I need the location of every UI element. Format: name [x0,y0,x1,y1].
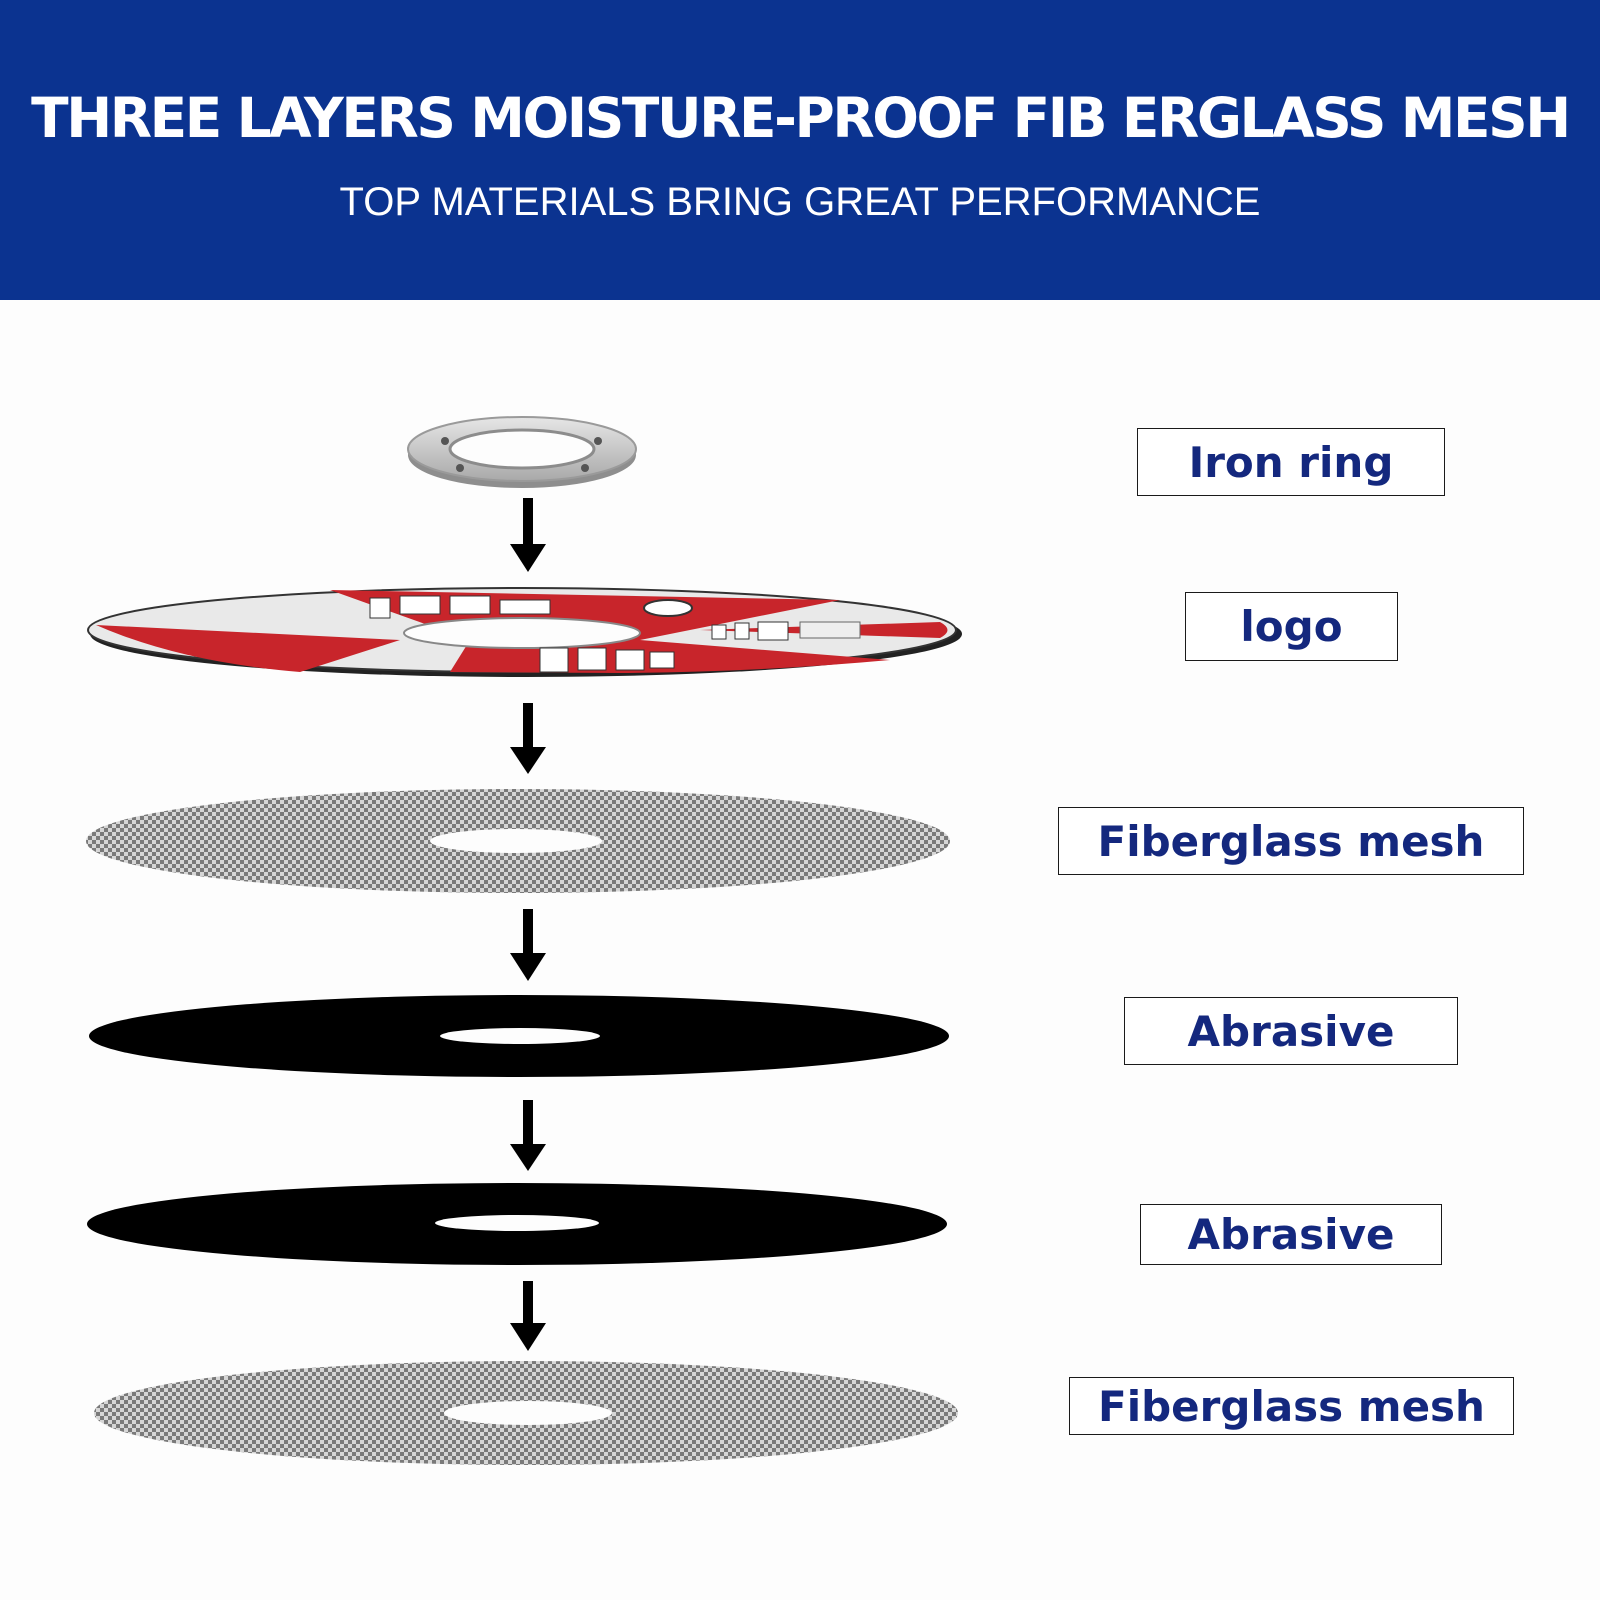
layer-label-abrasive-2: Abrasive [1140,1204,1442,1265]
abrasive-illustration-2 [87,1183,947,1265]
abrasive-illustration-1 [89,995,949,1077]
layer-diagram: Iron ring logo Fiberglass mesh Abrasive … [0,300,1600,1600]
arrow-down-icon [510,703,546,774]
page-title: THREE LAYERS MOISTURE-PROOF FIB ERGLASS … [31,86,1571,150]
layer-illustration [86,416,962,1465]
fiberglass-mesh-illustration-2 [94,1361,958,1465]
iron-ring-illustration [407,416,637,488]
layer-label-iron-ring: Iron ring [1137,428,1445,496]
arrow-down-icon [510,1281,546,1351]
layer-label-fiberglass-mesh-1: Fiberglass mesh [1058,807,1524,875]
arrow-down-icon [510,909,546,981]
header-banner: THREE LAYERS MOISTURE-PROOF FIB ERGLASS … [0,0,1600,300]
fiberglass-mesh-illustration-1 [86,789,950,893]
arrow-down-icon [510,498,546,572]
layer-label-logo: logo [1185,592,1398,661]
page-subtitle: TOP MATERIALS BRING GREAT PERFORMANCE [339,180,1261,224]
logo-disc-illustration [87,587,962,677]
arrow-down-icon [510,1100,546,1171]
layer-label-fiberglass-mesh-2: Fiberglass mesh [1069,1377,1514,1435]
layer-label-abrasive-1: Abrasive [1124,997,1458,1065]
